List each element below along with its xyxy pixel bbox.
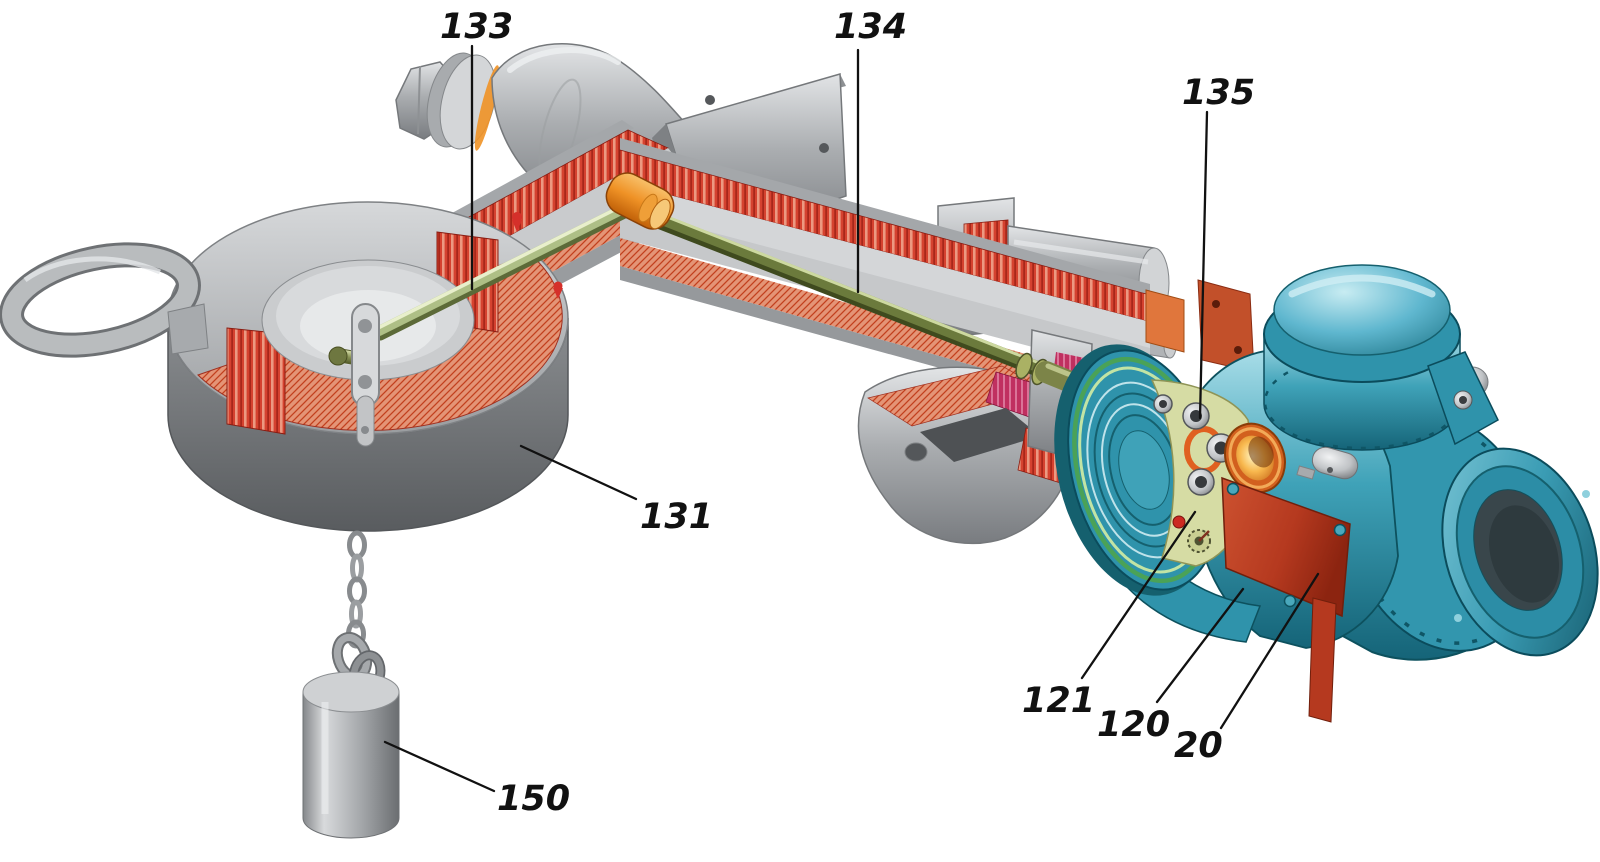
end-face-screw — [1454, 614, 1462, 622]
port-ring-highlight — [1228, 427, 1282, 489]
end-face-screw — [1582, 490, 1590, 498]
hex-nut-facet — [417, 65, 421, 135]
callout-20: 20 — [1174, 726, 1223, 766]
red-strap — [1308, 597, 1337, 723]
callout-133: 133 — [440, 7, 513, 47]
hanger-link — [328, 303, 380, 447]
leader-150 — [383, 740, 496, 793]
elbow-tee — [605, 172, 675, 230]
handle-highlight — [23, 256, 162, 283]
callout-120: 120 — [1097, 705, 1170, 745]
housing-clamp-tab — [1296, 465, 1316, 480]
weight-top — [302, 671, 400, 713]
clevis-slot — [920, 408, 1040, 462]
dome-cover — [1263, 264, 1461, 451]
chain-and-weight — [302, 530, 400, 839]
hanger-rod-highlight — [376, 202, 628, 330]
link-hole — [358, 375, 372, 389]
leader-121 — [1080, 510, 1197, 680]
callout-121: 121 — [1022, 681, 1095, 721]
leader-lines — [383, 44, 1320, 793]
callout-135: 135 — [1182, 73, 1255, 113]
red-marker-tip — [512, 220, 522, 232]
transmitter-assembly — [1054, 264, 1599, 723]
sensor-crank — [1198, 530, 1210, 542]
cylinder-highlight — [1013, 239, 1149, 265]
red-cover-plate — [1221, 476, 1351, 618]
pipe-outer-lip — [620, 138, 1150, 295]
red-marker — [512, 212, 522, 222]
bracket-hole — [819, 143, 829, 153]
orange-cut-face — [1145, 289, 1185, 353]
chain-link — [349, 599, 363, 629]
housing-clamp-screw — [1327, 467, 1333, 473]
housing-clamp — [1311, 446, 1359, 480]
bellows-hub — [1118, 430, 1170, 510]
cut-plate-hole — [1212, 300, 1220, 308]
cone-highlight — [507, 47, 621, 73]
barrel-opening-shadow — [1489, 505, 1559, 603]
callout-134: 134 — [834, 7, 907, 47]
leader-20 — [1219, 572, 1320, 730]
callout-150: 150 — [497, 779, 570, 819]
dome-highlight — [1288, 274, 1436, 298]
callout-131: 131 — [640, 497, 713, 537]
riser-outer-lip — [432, 120, 634, 234]
port-shadow — [1248, 436, 1274, 468]
red-marker-tip — [553, 288, 563, 299]
tee-collar-ring — [649, 198, 671, 230]
hanger-rod-mid — [374, 202, 632, 336]
clamp-bolt-socket — [1459, 396, 1467, 404]
plate-screw — [1283, 594, 1297, 608]
pipe-bottom-cut — [620, 238, 1085, 397]
hanger-rod — [373, 202, 635, 341]
plate-screw — [1226, 482, 1240, 496]
pipe-interior-highlight — [620, 182, 1150, 348]
leader-131 — [519, 444, 638, 501]
torque-tube-pipe — [619, 138, 1151, 408]
plate-screw — [1333, 523, 1347, 537]
callout-labels: 133 134 135 131 121 120 20 150 — [440, 7, 1255, 819]
hex-bolt-socket — [1159, 400, 1167, 408]
hanger-pin-cap — [328, 346, 348, 366]
cut-plate-hole — [1234, 346, 1242, 354]
clevis-bracket — [857, 365, 1075, 545]
bracket-hole — [705, 95, 715, 105]
torque-rod-highlight — [645, 207, 1092, 385]
link-lower — [356, 395, 375, 447]
hex-bolt-socket — [1195, 476, 1207, 488]
link-hole — [358, 319, 372, 333]
flow-markers — [512, 212, 563, 299]
rod-collar — [1015, 352, 1033, 380]
leader-120 — [1155, 587, 1245, 704]
link-lower-hole — [361, 426, 369, 434]
conduit-port — [1224, 422, 1286, 494]
leader-135 — [1198, 110, 1209, 420]
red-indicator — [1172, 515, 1186, 529]
torque-rod-mid — [642, 208, 1098, 394]
handle-lug — [167, 303, 209, 355]
weight-body — [302, 691, 400, 839]
clevis-hole — [904, 442, 928, 462]
